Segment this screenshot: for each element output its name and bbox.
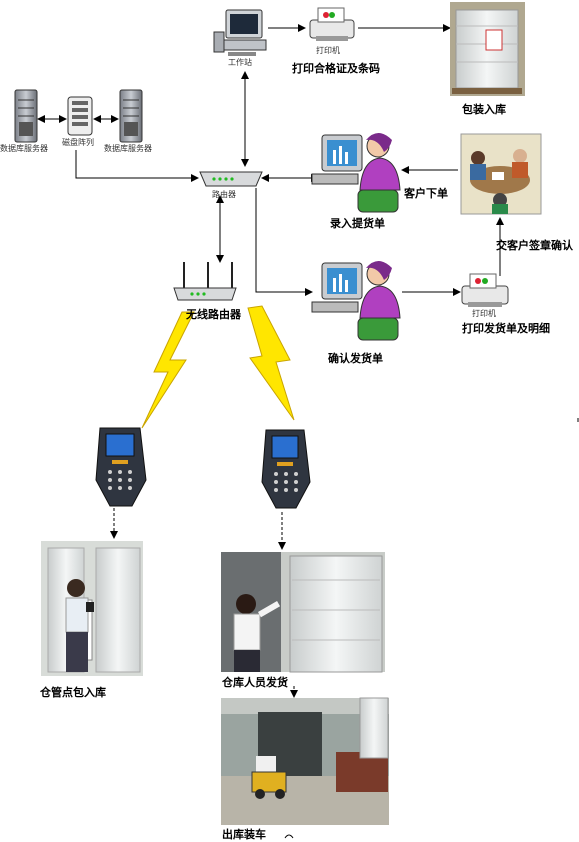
router-label: 路由器 — [212, 190, 236, 199]
clerk-entry-icon — [311, 133, 401, 213]
connector-lines — [37, 24, 504, 296]
workstation-label: 工作站 — [228, 58, 252, 67]
workstation-icon — [213, 9, 267, 56]
handheld-terminal-left-icon — [95, 427, 147, 507]
wireless-signal-left-icon — [141, 311, 195, 429]
customer-sign-label: 交客户签章确认 — [496, 239, 573, 252]
printer-top-icon — [309, 7, 355, 41]
staff-shipping-photo — [221, 552, 385, 673]
print-certificate-label: 打印合格证及条码 — [292, 62, 380, 75]
disk-array-label: 磁盘阵列 — [62, 138, 94, 147]
wireless-router-label: 无线路由器 — [186, 308, 241, 321]
customer-order-label: 客户下单 — [404, 187, 448, 200]
wireless-signal-right-icon — [247, 305, 295, 421]
printer-right-icon — [461, 273, 509, 307]
printer-right-label: 打印机 — [472, 309, 496, 318]
db-server-right-icon — [119, 89, 143, 143]
stray-marks — [284, 418, 579, 839]
packaged-paper-photo — [450, 2, 525, 96]
enter-delivery-label: 录入提货单 — [330, 217, 385, 230]
db-server-left-icon — [14, 89, 38, 143]
keeper-inbound-photo — [41, 541, 143, 676]
db-server-left-label: 数据库服务器 — [0, 144, 48, 153]
confirm-delivery-label: 确认发货单 — [328, 352, 383, 365]
disk-array-icon — [67, 96, 93, 136]
dashed-connectors — [110, 508, 298, 698]
load-out-label: 出库装车 — [222, 828, 266, 841]
router-icon — [199, 171, 263, 187]
staff-ship-label: 仓库人员发货 — [222, 676, 288, 689]
keeper-count-label: 仓管点包入库 — [40, 686, 106, 699]
printer-top-label: 打印机 — [316, 46, 340, 55]
loading-out-photo — [221, 697, 389, 825]
customer-meeting-photo — [460, 133, 542, 215]
print-delivery-label: 打印发货单及明细 — [462, 322, 550, 335]
db-server-right-label: 数据库服务器 — [104, 144, 152, 153]
clerk-confirm-icon — [311, 261, 401, 341]
handheld-terminal-right-icon — [261, 429, 311, 509]
pack-store-label: 包装入库 — [462, 103, 506, 116]
wireless-router-icon — [173, 262, 237, 301]
